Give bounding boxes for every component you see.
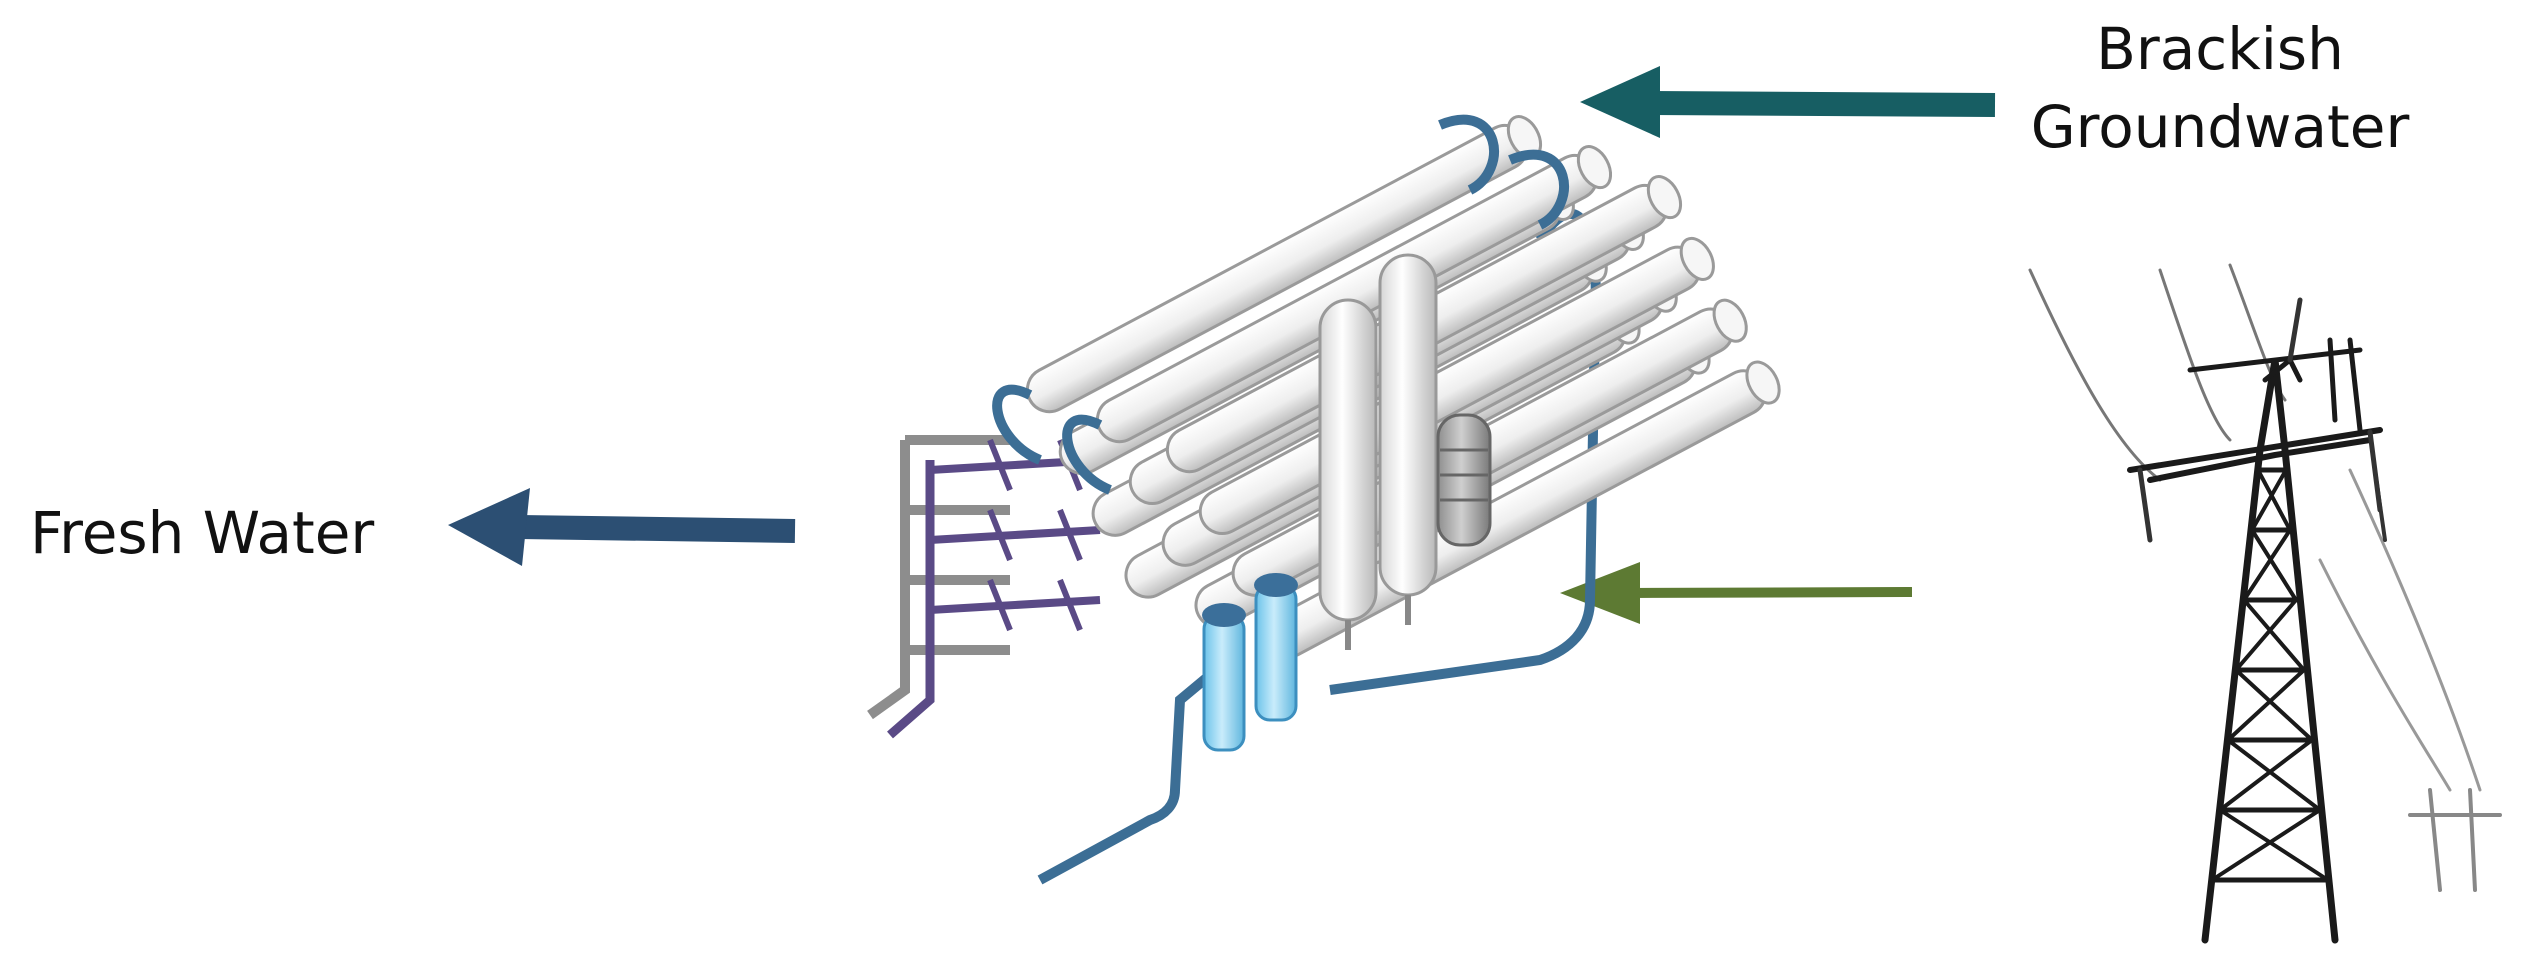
power-inflow-arrow (1560, 562, 1913, 624)
grey-canister (1436, 413, 1492, 547)
power-transmission-tower-icon (2028, 263, 2502, 944)
brackish-groundwater-label: Brackish Groundwater (2010, 10, 2430, 166)
reverse-osmosis-unit-icon (867, 109, 1788, 885)
filter-columns (1318, 253, 1438, 650)
brackish-line-2: Groundwater (2030, 93, 2410, 161)
brackish-inflow-arrow (1580, 66, 1996, 138)
cartridge-filters (1202, 573, 1298, 752)
fresh-water-arrow (448, 488, 796, 566)
fresh-water-text: Fresh Water (30, 499, 375, 567)
fresh-water-label: Fresh Water (30, 494, 374, 572)
brackish-line-1: Brackish (2096, 15, 2344, 83)
